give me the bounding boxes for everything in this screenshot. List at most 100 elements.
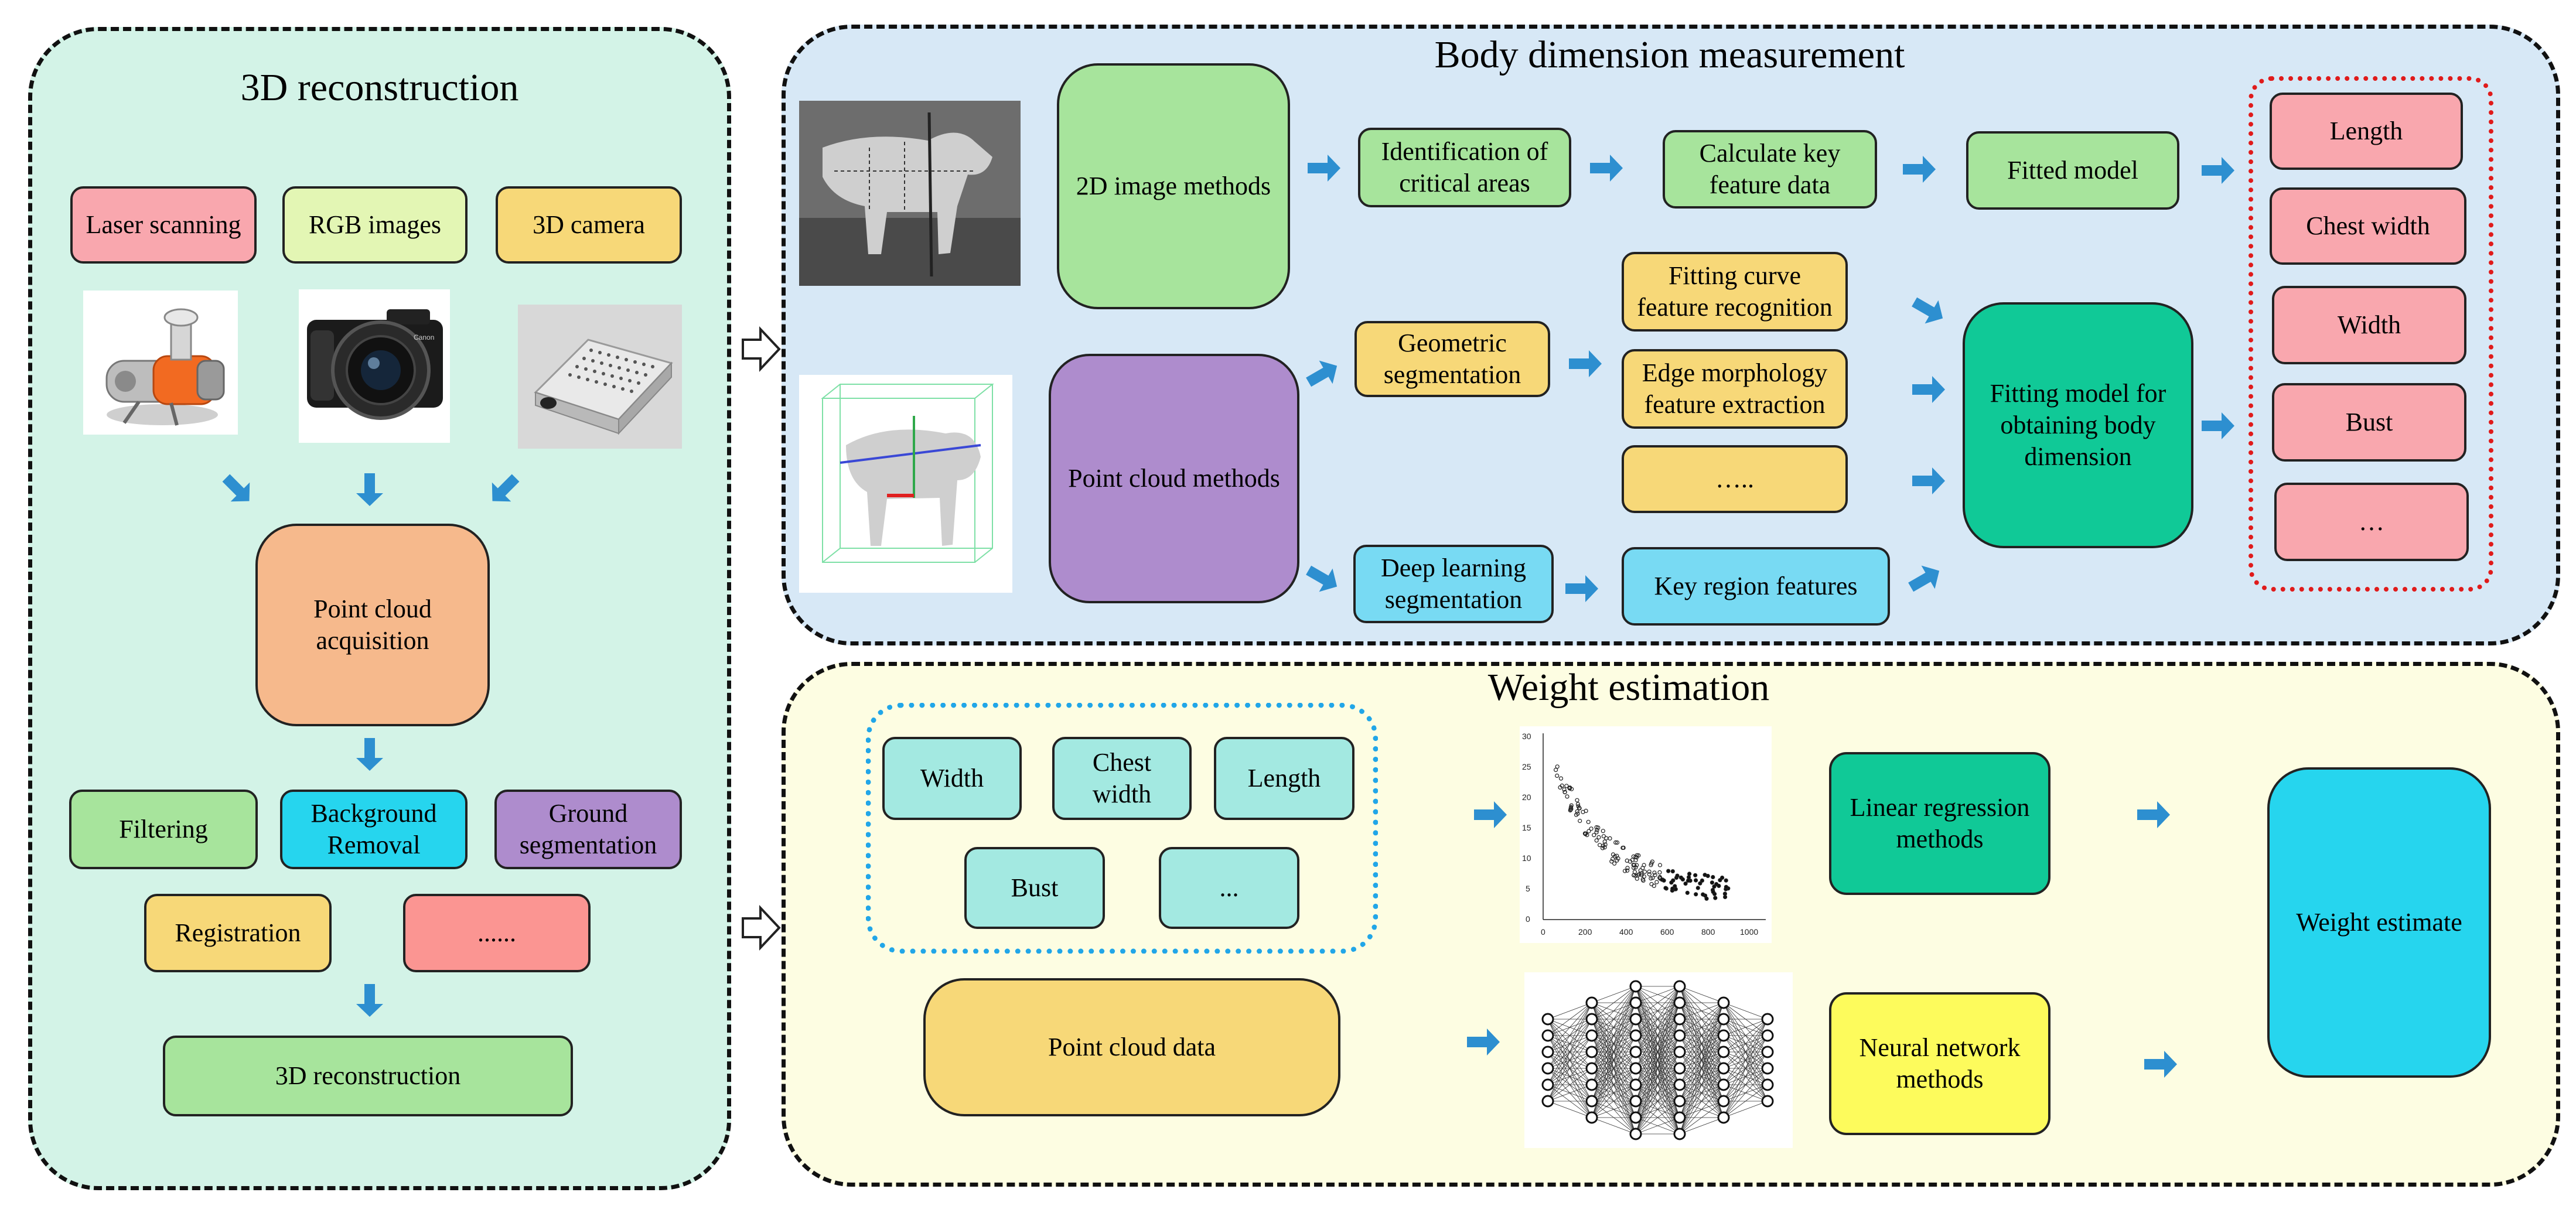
key-region-features-box: Key region features bbox=[1622, 547, 1890, 626]
scatter-point bbox=[1609, 859, 1614, 864]
nn-node bbox=[1585, 1078, 1598, 1091]
scatter-point bbox=[1583, 832, 1588, 836]
scatter-point bbox=[1596, 835, 1601, 840]
scatter-point bbox=[1685, 890, 1690, 895]
nn-edge bbox=[1591, 1019, 1636, 1118]
rgb-images-box: RGB images bbox=[282, 186, 468, 264]
nn-edge bbox=[1723, 1019, 1768, 1102]
nn-edge bbox=[1723, 1019, 1768, 1053]
background-removal-box: Background Removal bbox=[280, 790, 468, 869]
registration-box: Registration bbox=[144, 894, 332, 972]
scatter-point bbox=[1701, 892, 1705, 897]
nn-edge bbox=[1591, 986, 1636, 1102]
arrow-edge-morphology-to-model bbox=[1912, 376, 1945, 403]
scatter-point bbox=[1602, 839, 1607, 844]
weight-estimation-title: Weight estimation bbox=[1487, 666, 1770, 709]
nn-node bbox=[1673, 1078, 1686, 1091]
scatter-point bbox=[1625, 858, 1629, 863]
scatter-point bbox=[1603, 842, 1608, 847]
nn-node bbox=[1629, 980, 1642, 993]
nn-edge bbox=[1591, 1117, 1636, 1135]
scatter-point bbox=[1647, 872, 1652, 877]
nn-node bbox=[1717, 1095, 1730, 1108]
nn-edge bbox=[1635, 986, 1680, 1069]
arrow-linear-to-estimate bbox=[2137, 801, 2170, 828]
deep-learning-segmentation-box: Deep learning segmentation bbox=[1353, 545, 1554, 623]
scatter-point bbox=[1633, 865, 1638, 870]
svg-text:5: 5 bbox=[1526, 884, 1530, 893]
nn-node bbox=[1585, 1095, 1598, 1108]
arrow-model-to-dimensions bbox=[2202, 412, 2234, 439]
scatter-point bbox=[1558, 776, 1564, 781]
scatter-point bbox=[1602, 845, 1607, 850]
scatter-point bbox=[1600, 846, 1605, 850]
scatter-point bbox=[1611, 856, 1615, 862]
svg-text:Canon: Canon bbox=[414, 333, 434, 341]
nn-node bbox=[1585, 1029, 1598, 1042]
scatter-point bbox=[1564, 784, 1569, 788]
more-features-box: ….. bbox=[1622, 445, 1848, 513]
scatter-point bbox=[1711, 890, 1715, 894]
scatter-point bbox=[1653, 873, 1657, 877]
nn-edge bbox=[1635, 986, 1680, 1085]
scatter-point bbox=[1657, 874, 1662, 880]
scatter-point bbox=[1704, 896, 1709, 901]
svg-text:200: 200 bbox=[1578, 927, 1592, 937]
nn-node bbox=[1717, 1013, 1730, 1026]
scatter-point bbox=[1687, 875, 1691, 880]
scatter-point bbox=[1657, 870, 1662, 874]
laser-scanning-box: Laser scanning bbox=[70, 186, 257, 264]
nn-node bbox=[1673, 980, 1686, 993]
reconstruction-title: 3D reconstruction bbox=[240, 66, 519, 109]
fitting-curve-feature-box: Fitting curve feature recognition bbox=[1622, 252, 1848, 332]
nn-edge bbox=[1679, 1117, 1724, 1135]
scatter-point bbox=[1687, 872, 1692, 876]
scatter-point bbox=[1639, 871, 1644, 876]
nn-edge bbox=[1591, 986, 1636, 1118]
3d-camera-box: 3D camera bbox=[496, 186, 682, 264]
nn-edge bbox=[1547, 1002, 1592, 1036]
scatter-point bbox=[1575, 811, 1580, 816]
scatter-point bbox=[1575, 798, 1579, 802]
nn-node bbox=[1717, 1078, 1730, 1091]
scatter-point bbox=[1722, 891, 1727, 896]
nn-node bbox=[1585, 1111, 1598, 1124]
body-dimensions-group bbox=[2249, 76, 2493, 592]
svg-text:800: 800 bbox=[1701, 927, 1715, 937]
scatter-point bbox=[1724, 884, 1728, 889]
nn-edge bbox=[1679, 1084, 1724, 1135]
nn-edge bbox=[1635, 986, 1680, 1102]
nn-node bbox=[1541, 1062, 1554, 1075]
nn-node bbox=[1673, 996, 1686, 1009]
nn-edge bbox=[1635, 1101, 1680, 1135]
nn-node bbox=[1673, 1062, 1686, 1075]
point-cloud-sheep-image bbox=[799, 375, 1012, 593]
nn-node bbox=[1585, 996, 1598, 1009]
nn-edge bbox=[1591, 1002, 1636, 1118]
scatter-point bbox=[1712, 884, 1717, 889]
nn-edge bbox=[1723, 1002, 1768, 1020]
scatter-point bbox=[1642, 863, 1646, 867]
scatter-point bbox=[1553, 767, 1558, 773]
scatter-point bbox=[1654, 880, 1659, 884]
nn-node bbox=[1673, 1095, 1686, 1108]
nn-edge bbox=[1547, 1019, 1592, 1102]
nn-node bbox=[1629, 996, 1642, 1009]
nn-edge bbox=[1723, 1068, 1768, 1118]
scatter-point bbox=[1575, 809, 1579, 814]
svg-text:15: 15 bbox=[1522, 823, 1531, 832]
connector-arrow-to-weight bbox=[742, 904, 781, 951]
nn-edge bbox=[1635, 1068, 1680, 1135]
bust-box: Bust bbox=[2272, 383, 2466, 462]
nn-edge bbox=[1679, 986, 1724, 1003]
scatter-point bbox=[1652, 883, 1656, 888]
nn-edge bbox=[1723, 1019, 1768, 1036]
nn-edge bbox=[1547, 1051, 1592, 1102]
scatter-point bbox=[1620, 845, 1625, 850]
nn-node bbox=[1541, 1078, 1554, 1091]
scatter-point bbox=[1639, 873, 1644, 877]
nn-edge bbox=[1635, 1019, 1680, 1135]
scatter-point bbox=[1693, 873, 1698, 877]
sheep-photo bbox=[799, 101, 1021, 286]
nn-edge bbox=[1723, 1101, 1768, 1118]
